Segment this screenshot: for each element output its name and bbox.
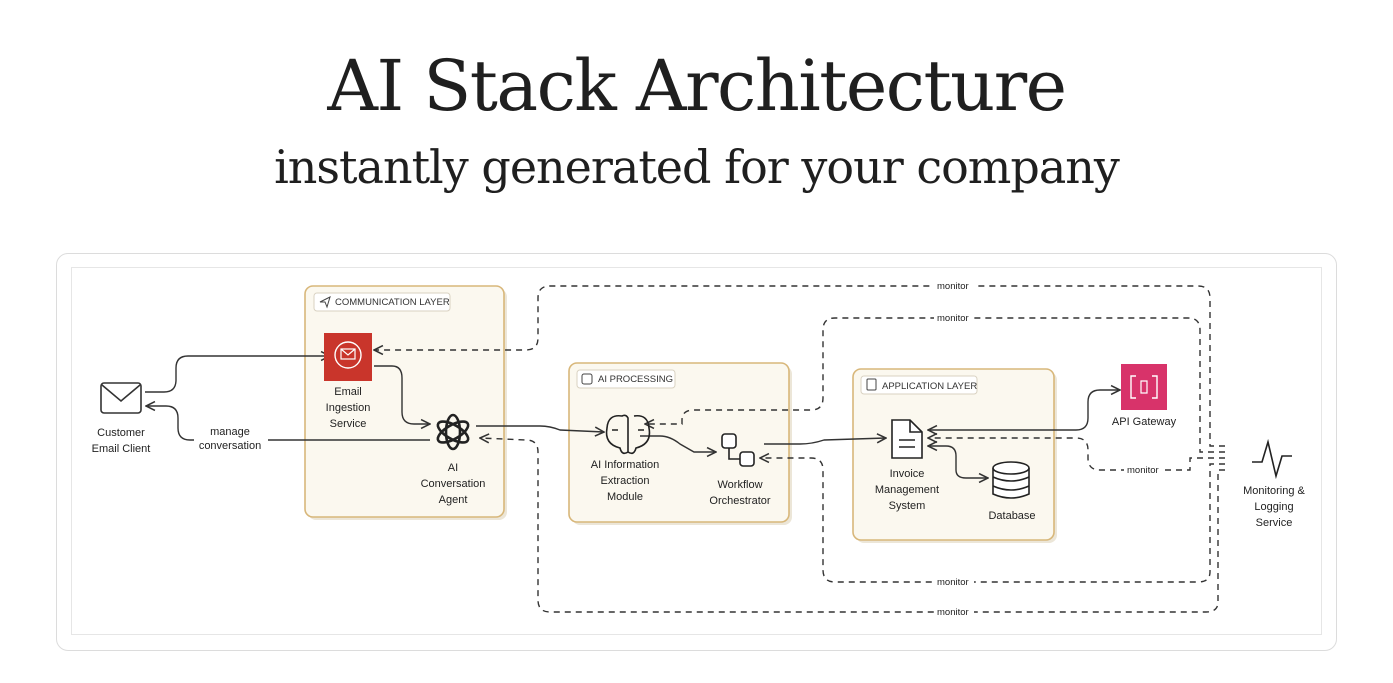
monitor-label-5: monitor xyxy=(937,607,969,618)
database-icon xyxy=(992,461,1030,499)
ai-agent-label-1: AI xyxy=(448,462,458,474)
ai-extraction-label-3: Module xyxy=(607,491,643,503)
customer-label-1: Customer xyxy=(97,427,145,439)
email-ingestion-label-2: Ingestion xyxy=(326,402,371,414)
customer-label-2: Email Client xyxy=(92,443,151,455)
email-ingestion-icon xyxy=(324,333,372,381)
monitor-label-3: monitor xyxy=(1127,465,1159,476)
invoice-label-1: Invoice xyxy=(890,468,925,480)
pulse-icon xyxy=(1252,438,1292,480)
send-icon xyxy=(319,296,331,309)
monitor-label-4: monitor xyxy=(937,577,969,588)
manage-conversation-label-1: manage xyxy=(210,426,250,438)
api-gateway-label: API Gateway xyxy=(1112,416,1177,428)
invoice-label-2: Management xyxy=(875,484,939,496)
ai-agent-label-2: Conversation xyxy=(421,478,486,490)
invoice-document-icon xyxy=(891,419,923,459)
ai-agent-label-3: Agent xyxy=(439,494,468,506)
page-title: AI Stack Architecture xyxy=(327,45,1067,127)
api-gateway-node: API Gateway xyxy=(1112,364,1177,428)
brain-icon xyxy=(605,414,651,455)
email-ingestion-label-3: Service xyxy=(330,418,367,430)
workflow-orchestrator-node: Workflow Orchestrator xyxy=(709,433,771,507)
document-icon xyxy=(866,378,877,391)
envelope-icon xyxy=(100,382,142,414)
ai-processing-layer-label: AI PROCESSING xyxy=(598,374,673,385)
ai-extraction-module-node: AI Information Extraction Module xyxy=(591,414,659,503)
data-flow-edges: manage conversation xyxy=(145,356,1120,478)
api-gateway-icon xyxy=(1121,364,1167,410)
ai-extraction-label-2: Extraction xyxy=(601,475,650,487)
workflow-label-2: Orchestrator xyxy=(709,495,770,507)
monitoring-label-2: Logging xyxy=(1254,501,1293,513)
monitor-label-2: monitor xyxy=(937,313,969,324)
database-label: Database xyxy=(988,510,1035,522)
monitoring-label-3: Service xyxy=(1256,517,1293,529)
manage-conversation-label-2: conversation xyxy=(199,440,261,452)
email-ingestion-label-1: Email xyxy=(334,386,362,398)
customer-email-client-node: Customer Email Client xyxy=(92,382,151,455)
monitor-label-1: monitor xyxy=(937,281,969,292)
openai-knot-icon xyxy=(436,413,470,451)
monitoring-label-1: Monitoring & xyxy=(1243,485,1305,497)
page-subtitle: instantly generated for your company xyxy=(274,140,1120,194)
communication-layer-label: COMMUNICATION LAYER xyxy=(335,297,450,308)
ai-conversation-agent-node: AI Conversation Agent xyxy=(421,413,486,506)
application-layer-label: APPLICATION LAYER xyxy=(882,381,977,392)
monitor-edges: monitor monitor monitor monitor monitor xyxy=(374,279,1225,618)
monitoring-logging-node: Monitoring & Logging Service xyxy=(1243,438,1306,529)
ai-extraction-label-1: AI Information xyxy=(591,459,659,471)
workflow-icon xyxy=(721,433,755,467)
chip-icon xyxy=(581,373,593,385)
invoice-management-node: Invoice Management System xyxy=(875,419,939,512)
database-node: Database xyxy=(988,461,1036,522)
workflow-label-1: Workflow xyxy=(717,479,762,491)
invoice-label-3: System xyxy=(889,500,926,512)
email-ingestion-service-node: Email Ingestion Service xyxy=(324,333,372,430)
